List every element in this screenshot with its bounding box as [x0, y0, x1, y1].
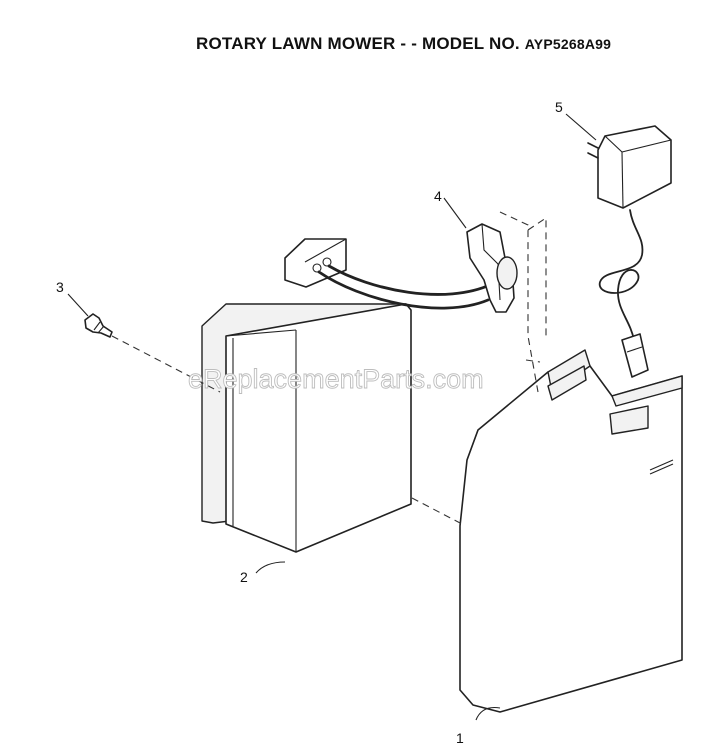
assembly-line — [411, 497, 463, 525]
title-text: ROTARY LAWN MOWER - - MODEL NO. — [196, 34, 520, 53]
watermark-text: eReplacementParts.com — [188, 364, 484, 394]
assembly-line — [111, 335, 221, 393]
connector-part-4 — [317, 223, 518, 313]
callout-5: 5 — [555, 99, 563, 115]
leader-line — [443, 197, 467, 229]
cover-part-1 — [459, 349, 683, 713]
charger-part-5 — [587, 125, 672, 378]
assembly-line — [525, 359, 541, 363]
leader-line — [255, 561, 286, 574]
callout-1: 1 — [456, 730, 464, 746]
model-number: AYP5268A99 — [524, 36, 612, 52]
leader-line — [565, 113, 597, 141]
leader-line — [67, 293, 89, 317]
battery-part-2 — [201, 238, 412, 553]
callout-2: 2 — [240, 569, 248, 585]
leader-line — [475, 706, 501, 721]
diagram-title: ROTARY LAWN MOWER - - MODEL NO. AYP5268A… — [196, 34, 611, 54]
screw-part-3 — [84, 313, 113, 338]
assembly-line — [499, 211, 547, 393]
callout-3: 3 — [56, 279, 64, 295]
callout-4: 4 — [434, 188, 442, 204]
